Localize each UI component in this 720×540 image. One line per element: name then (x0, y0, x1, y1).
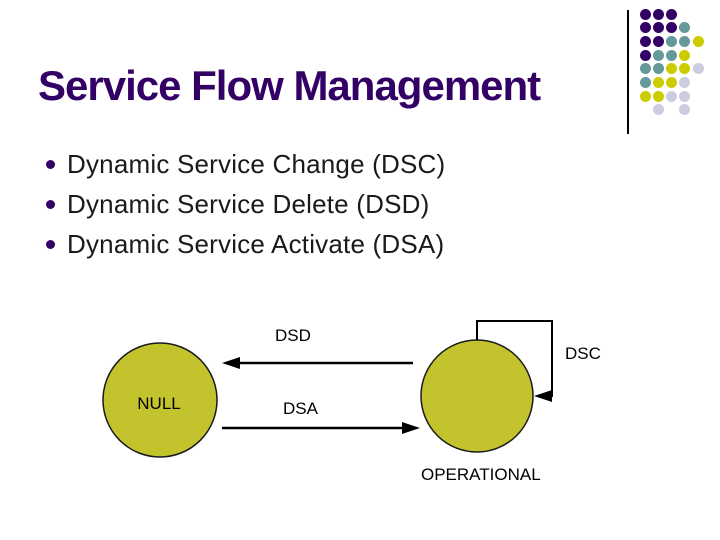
decorative-dot (666, 63, 678, 75)
decorative-dot (679, 63, 691, 75)
list-item: Dynamic Service Activate (DSA) (46, 224, 445, 264)
decorative-dot (679, 90, 691, 102)
state-node-null-outline (102, 342, 218, 458)
decorative-vertical-rule (627, 10, 629, 134)
bullet-icon (46, 199, 55, 209)
bullet-text: Dynamic Service Delete (DSD) (67, 188, 430, 219)
bullet-list: Dynamic Service Change (DSC) Dynamic Ser… (46, 144, 445, 264)
decorative-dot (666, 49, 678, 61)
decorative-dot (652, 49, 664, 61)
dsc-arrowhead-icon (534, 390, 552, 402)
decorative-dot (679, 35, 691, 47)
decorative-dot (692, 63, 704, 75)
decorative-dot (639, 35, 651, 47)
dsd-arrowhead-icon (222, 357, 240, 369)
state-diagram: DSD DSA DSC NULL OPERATIONAL (102, 320, 601, 484)
state-node-operational (421, 340, 533, 452)
decorative-dot (692, 35, 704, 47)
decorative-dot (652, 77, 664, 88)
dsc-label: DSC (565, 344, 601, 363)
decorative-dot (666, 8, 678, 20)
dsa-arrowhead-icon (402, 422, 420, 434)
decorative-dot (652, 104, 664, 116)
bullet-text: Dynamic Service Change (DSC) (67, 148, 446, 179)
decorative-dot (679, 77, 691, 88)
decorative-dot (652, 8, 664, 20)
list-item: Dynamic Service Delete (DSD) (46, 184, 445, 224)
bullet-icon (46, 239, 55, 249)
decorative-dot (652, 63, 664, 75)
decorative-dot (679, 49, 691, 61)
dsa-label: DSA (283, 399, 319, 418)
decorative-dot (679, 104, 691, 116)
decorative-dot (666, 22, 678, 34)
decorative-dot (639, 8, 651, 20)
decorative-dot (639, 63, 651, 75)
decorative-dot (652, 35, 664, 47)
decorative-dot (666, 77, 678, 88)
decorative-dot (652, 90, 664, 102)
state-null-label: NULL (137, 394, 180, 413)
decorative-dot (639, 77, 651, 88)
decorative-dot (666, 90, 678, 102)
decorative-dot-grid (0, 0, 720, 140)
bullet-text: Dynamic Service Activate (DSA) (67, 228, 445, 259)
list-item: Dynamic Service Change (DSC) (46, 144, 445, 184)
state-operational-label: OPERATIONAL (421, 465, 541, 484)
decorative-dot (639, 49, 651, 61)
decorative-dot (639, 22, 651, 34)
decorative-dot (679, 22, 691, 34)
dsd-label: DSD (275, 326, 311, 345)
bullet-icon (46, 159, 55, 169)
slide-title: Service Flow Management (38, 62, 541, 109)
decorative-dot (666, 35, 678, 47)
decorative-dot (652, 22, 664, 34)
state-node-null (103, 343, 217, 457)
decorative-dot (639, 90, 651, 102)
